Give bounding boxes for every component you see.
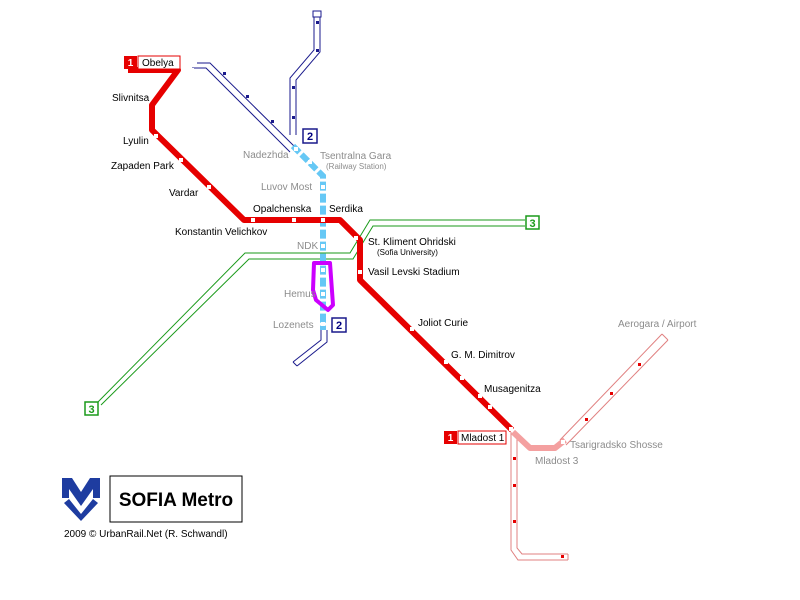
station-aerogara-airport[interactable]: Aerogara / Airport xyxy=(618,319,697,330)
station-lyulin[interactable]: Lyulin xyxy=(123,136,149,147)
badge-line1-mladost[interactable]: 1 Mladost 1 xyxy=(444,430,507,445)
station-st-kliment-ohridski[interactable]: St. Kliment Ohridski xyxy=(368,237,456,248)
station-vasil-levski[interactable]: Vasil Levski Stadium xyxy=(368,267,460,278)
line-1-planned-stations xyxy=(513,363,641,558)
station-lozenets[interactable]: Lozenets xyxy=(273,320,314,331)
station-nadezhda[interactable]: Nadezhda xyxy=(243,150,289,161)
badge-number: 2 xyxy=(307,131,313,143)
line-1-planned-bold xyxy=(510,429,567,451)
station-tsarigradsko-shosse[interactable]: Tsarigradsko Shosse xyxy=(570,440,663,451)
station-serdika[interactable]: Serdika xyxy=(329,204,363,215)
station-tsentralna-gara-sub: (Railway Station) xyxy=(326,162,387,171)
line-1-planned xyxy=(510,333,669,561)
station-joliot-curie[interactable]: Joliot Curie xyxy=(418,318,468,329)
station-tsentralna-gara[interactable]: Tsentralna Gara xyxy=(320,151,392,162)
title-box: SOFIA Metro xyxy=(109,475,243,523)
station-luvov-most[interactable]: Luvov Most xyxy=(261,182,312,193)
station-zapaden-park[interactable]: Zapaden Park xyxy=(111,161,175,172)
line-3-track-b xyxy=(100,225,525,406)
badge-line3-east[interactable]: 3 xyxy=(525,215,540,230)
badge-number: 1 xyxy=(128,58,134,69)
station-slivnitsa[interactable]: Slivnitsa xyxy=(112,93,150,104)
badge-number: 2 xyxy=(336,320,342,332)
map-title: SOFIA Metro xyxy=(119,490,233,511)
station-musagenitza[interactable]: Musagenitza xyxy=(484,384,541,395)
line-3 xyxy=(94,219,525,406)
terminus-label: Mladost 1 xyxy=(461,433,505,444)
station-st-kliment-sub: (Sofia University) xyxy=(377,248,438,257)
terminus-label: Obelya xyxy=(142,58,174,69)
line-2-planned-north xyxy=(192,10,322,153)
line-2 xyxy=(290,143,326,330)
station-gm-dimitrov[interactable]: G. M. Dimitrov xyxy=(451,350,515,361)
badge-number: 1 xyxy=(448,433,454,444)
badge-line2-south[interactable]: 2 xyxy=(331,317,347,333)
line-1 xyxy=(128,67,515,433)
badge-line2-north[interactable]: 2 xyxy=(302,128,318,144)
station-mladost-3[interactable]: Mladost 3 xyxy=(535,456,579,467)
station-konstantin-velichkov[interactable]: Konstantin Velichkov xyxy=(175,227,267,238)
station-hemus[interactable]: Hemus xyxy=(284,289,316,300)
station-vardar[interactable]: Vardar xyxy=(169,188,199,199)
copyright-text: 2009 © UrbanRail.Net (R. Schwandl) xyxy=(64,529,228,540)
station-labels: Slivnitsa Lyulin Zapaden Park Vardar Kon… xyxy=(111,93,697,467)
badge-line3-west[interactable]: 3 xyxy=(84,401,99,416)
badge-number: 3 xyxy=(88,404,94,416)
badge-line1-obelya[interactable]: 1 Obelya xyxy=(124,55,181,70)
station-ndk[interactable]: NDK xyxy=(297,241,318,252)
station-opalchenska[interactable]: Opalchenska xyxy=(253,204,312,215)
line-3-track-a xyxy=(94,219,525,406)
station-markers xyxy=(154,68,565,444)
line-2-planned-north-stations xyxy=(223,21,319,123)
metro-logo-icon xyxy=(62,478,100,521)
badge-number: 3 xyxy=(529,218,535,230)
hemus-highlight xyxy=(311,261,335,312)
line-2-planned-south xyxy=(292,330,328,367)
